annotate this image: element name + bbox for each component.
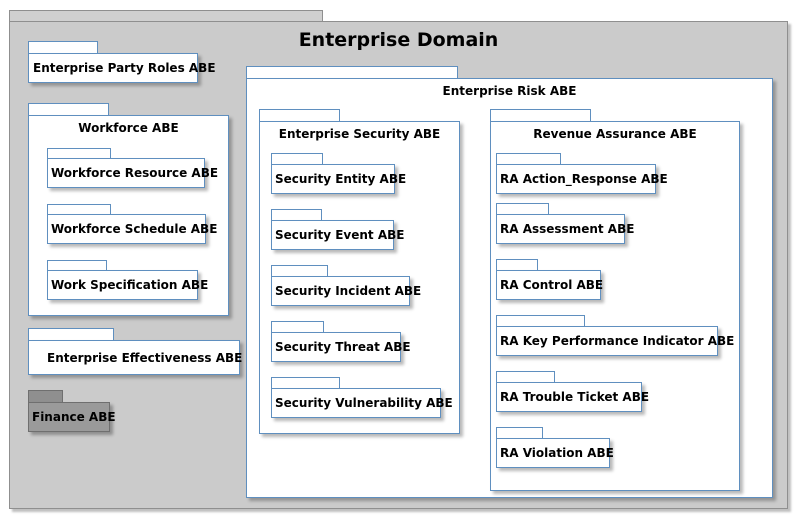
party-roles-label: Enterprise Party Roles ABE: [33, 61, 216, 75]
security-threat-tab: [271, 321, 324, 333]
finance-label: Finance ABE: [32, 410, 116, 424]
security-entity-label: Security Entity ABE: [275, 172, 407, 186]
ra-trouble-ticket-tab: [496, 371, 555, 383]
ra-action-response-package[interactable]: RA Action_Response ABE: [496, 164, 668, 194]
ra-violation-tab: [496, 427, 543, 439]
ra-assessment-label: RA Assessment ABE: [500, 222, 635, 236]
workforce-schedule-package[interactable]: Workforce Schedule ABE: [47, 214, 217, 244]
revenue-assurance-tab: [490, 109, 591, 122]
ra-assessment-tab: [496, 203, 549, 215]
finance-tab: [28, 390, 63, 403]
workforce-resource-tab: [47, 148, 111, 159]
work-specification-package[interactable]: Work Specification ABE: [47, 270, 208, 300]
security-threat-package[interactable]: Security Threat ABE: [271, 332, 411, 362]
ra-violation-package[interactable]: RA Violation ABE: [496, 438, 614, 468]
security-incident-label: Security Incident ABE: [275, 284, 422, 298]
ra-assessment-package[interactable]: RA Assessment ABE: [496, 214, 634, 244]
enterprise-domain-title: Enterprise Domain: [298, 29, 499, 51]
enterprise-security-tab: [259, 109, 340, 122]
ra-kpi-tab: [496, 315, 585, 327]
security-threat-label: Security Threat ABE: [275, 340, 411, 354]
finance-package[interactable]: Finance ABE: [28, 402, 116, 432]
security-event-package[interactable]: Security Event ABE: [271, 220, 404, 250]
security-vulnerability-tab: [271, 377, 340, 389]
security-entity-tab: [271, 153, 323, 165]
enterprise-risk-title: Enterprise Risk ABE: [442, 84, 577, 98]
party-roles-package[interactable]: Enterprise Party Roles ABE: [28, 53, 216, 83]
security-incident-package[interactable]: Security Incident ABE: [271, 276, 421, 306]
party-roles-tab: [28, 41, 98, 54]
workforce-tab: [28, 103, 109, 116]
ra-control-tab: [496, 259, 538, 271]
ra-trouble-ticket-label: RA Trouble Ticket ABE: [500, 390, 650, 404]
enterprise-domain-tab: [9, 10, 323, 22]
enterprise-risk-tab: [246, 66, 458, 79]
effectiveness-tab: [28, 328, 114, 341]
revenue-assurance-title: Revenue Assurance ABE: [533, 127, 697, 141]
security-vulnerability-package[interactable]: Security Vulnerability ABE: [271, 388, 453, 418]
security-event-tab: [271, 209, 322, 221]
ra-control-label: RA Control ABE: [500, 278, 604, 292]
ra-action-response-label: RA Action_Response ABE: [500, 172, 668, 186]
workforce-schedule-tab: [47, 204, 111, 215]
ra-action-response-tab: [496, 153, 561, 165]
workforce-schedule-label: Workforce Schedule ABE: [51, 222, 218, 236]
effectiveness-package[interactable]: Enterprise Effectiveness ABE: [28, 340, 243, 375]
security-event-label: Security Event ABE: [275, 228, 405, 242]
security-entity-package[interactable]: Security Entity ABE: [271, 164, 406, 194]
ra-kpi-label: RA Key Performance Indicator ABE: [500, 334, 735, 348]
work-specification-tab: [47, 260, 107, 271]
security-vulnerability-label: Security Vulnerability ABE: [275, 396, 453, 410]
effectiveness-label: Enterprise Effectiveness ABE: [47, 350, 243, 365]
ra-kpi-package[interactable]: RA Key Performance Indicator ABE: [496, 326, 734, 356]
work-specification-label: Work Specification ABE: [51, 278, 209, 292]
security-incident-tab: [271, 265, 328, 277]
workforce-resource-package[interactable]: Workforce Resource ABE: [47, 158, 218, 188]
ra-violation-label: RA Violation ABE: [500, 446, 614, 460]
workforce-title: Workforce ABE: [78, 121, 179, 135]
ra-trouble-ticket-package[interactable]: RA Trouble Ticket ABE: [496, 382, 649, 412]
enterprise-security-title: Enterprise Security ABE: [278, 127, 441, 141]
workforce-resource-label: Workforce Resource ABE: [51, 166, 219, 180]
ra-control-package[interactable]: RA Control ABE: [496, 270, 604, 300]
